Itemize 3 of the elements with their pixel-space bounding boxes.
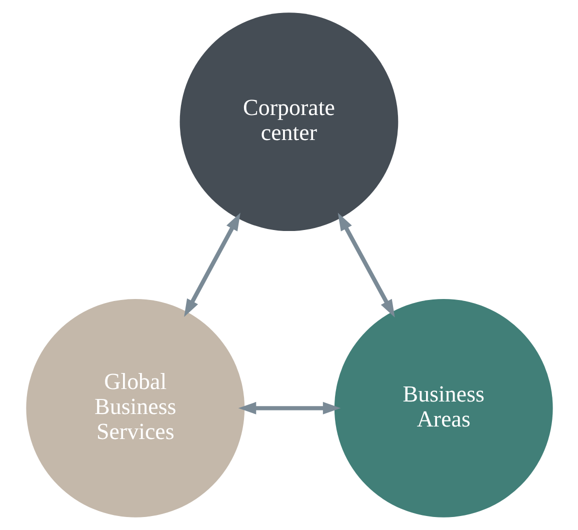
arrow [337,212,394,318]
arrow [184,212,240,317]
arrow [238,402,340,414]
